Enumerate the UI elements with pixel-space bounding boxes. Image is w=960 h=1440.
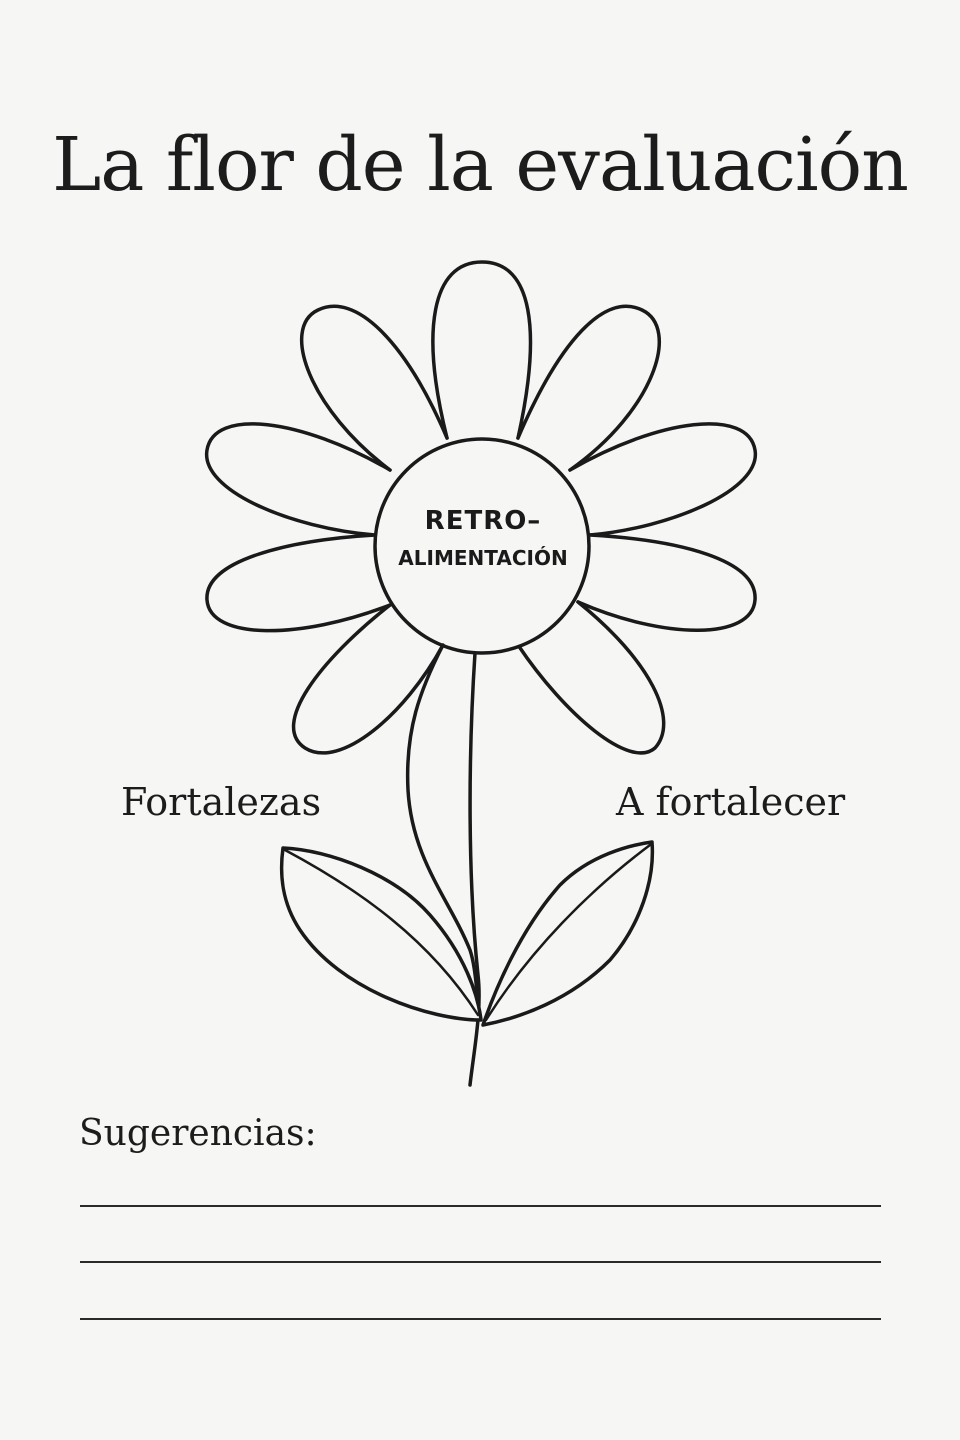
- petal-left-upper: [205, 422, 392, 537]
- petal-left-lower: [205, 533, 392, 633]
- left-leaf: [279, 846, 483, 1022]
- suggestions-heading: Sugerencias:: [79, 1113, 317, 1154]
- strengths-label: Fortalezas: [121, 780, 322, 824]
- stem-curved: [405, 643, 480, 1002]
- writing-line[interactable]: [80, 1261, 881, 1263]
- left-leaf-vein: [283, 848, 480, 1017]
- right-leaf: [481, 840, 655, 1027]
- center-label-line1: RETRO–: [424, 506, 542, 536]
- center-label-line2: ALIMENTACIÓN: [398, 546, 568, 570]
- stem-main: [468, 651, 481, 1087]
- right-leaf-vein: [484, 843, 652, 1022]
- writing-line[interactable]: [80, 1318, 881, 1320]
- petal-right-lower: [576, 533, 757, 632]
- writing-line[interactable]: [80, 1205, 881, 1207]
- petal-upper-left: [299, 304, 449, 472]
- petal-upper-right: [516, 304, 662, 472]
- to-improve-label: A fortalecer: [616, 780, 846, 824]
- petal-lower-left: [291, 603, 445, 755]
- flower-center: [373, 437, 591, 655]
- petals: [205, 260, 757, 755]
- page-title: La flor de la evaluación: [52, 122, 909, 208]
- petal-top: [431, 260, 533, 440]
- petal-right-upper: [568, 422, 757, 537]
- petal-lower-right: [516, 600, 666, 755]
